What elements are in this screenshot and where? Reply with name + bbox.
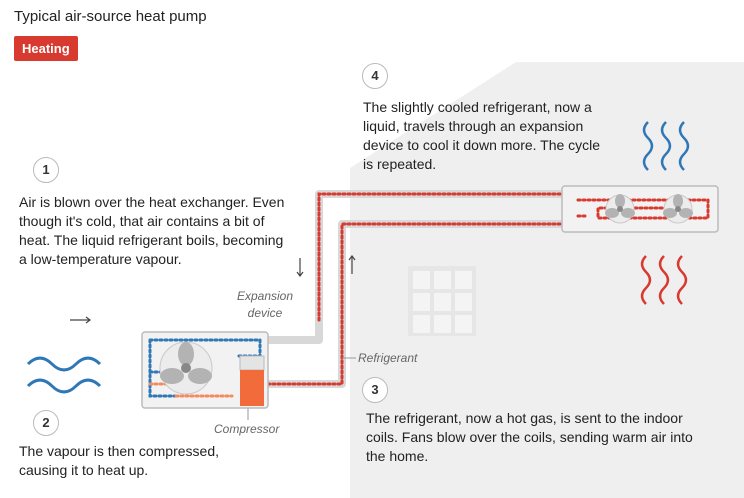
- cool-air-waves-icon: [642, 121, 690, 171]
- compressor-icon: [239, 355, 265, 406]
- warm-air-waves-icon: [640, 255, 688, 305]
- step-4-number: 4: [362, 63, 388, 89]
- outdoor-unit: [141, 331, 269, 409]
- indoor-background: [350, 62, 744, 498]
- arrow-up-icon: [348, 255, 356, 274]
- compressor-label: Compressor: [214, 422, 280, 436]
- arrow-down-icon: [296, 258, 304, 277]
- step-4-text: The slightly cooled refrigerant, now a l…: [363, 99, 601, 172]
- refrigerant-label: Refrigerant: [358, 351, 418, 365]
- step-3-text: The refrigerant, now a hot gas, is sent …: [366, 410, 693, 464]
- outdoor-air-waves-icon: [26, 356, 102, 394]
- diagram-title: Typical air-source heat pump: [14, 8, 207, 25]
- flow-arrows: [70, 255, 356, 324]
- indoor-fan-icon-2: [663, 194, 693, 224]
- mode-badge: Heating: [14, 36, 78, 61]
- outdoor-fan-icon: [159, 341, 213, 395]
- step-1-number: 1: [33, 157, 59, 183]
- step-3-number: 3: [362, 377, 388, 403]
- step-1-text: Air is blown over the heat exchanger. Ev…: [19, 194, 285, 267]
- window-icon: [408, 266, 476, 336]
- arrow-right-icon: [70, 316, 91, 324]
- indoor-fan-icon-1: [605, 194, 635, 224]
- expansion-device-label: Expansion device: [236, 289, 294, 320]
- indoor-unit: [561, 185, 719, 233]
- step-2-text: The vapour is then compressed, causing i…: [19, 443, 219, 478]
- step-2-number: 2: [33, 410, 59, 436]
- refrigerant-flow-dots: [266, 192, 564, 386]
